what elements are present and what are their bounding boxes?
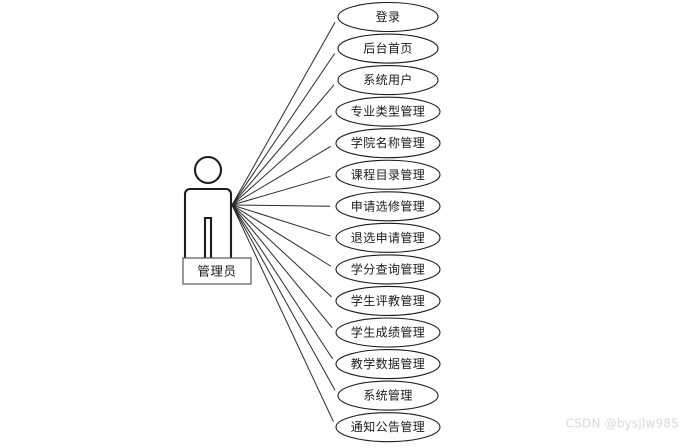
use-case-ellipse[interactable] bbox=[335, 348, 441, 380]
association-line bbox=[231, 204, 336, 391]
actor-head-icon bbox=[193, 155, 223, 185]
use-case-node[interactable]: 学院名称管理 bbox=[335, 128, 441, 159]
use-case-ellipse[interactable] bbox=[335, 254, 441, 285]
use-case-node[interactable]: 后台首页 bbox=[337, 33, 439, 64]
association-line bbox=[231, 175, 331, 206]
use-case-label: 课程目录管理 bbox=[351, 167, 425, 182]
use-case-node[interactable]: 登录 bbox=[337, 1, 439, 33]
use-case-label: 教学数据管理 bbox=[351, 356, 425, 371]
use-case-label: 后台首页 bbox=[363, 41, 413, 56]
use-case-ellipse[interactable] bbox=[337, 1, 439, 33]
use-case-ellipse[interactable] bbox=[335, 159, 441, 190]
use-case-ellipse[interactable] bbox=[335, 222, 441, 253]
use-case-node[interactable]: 学生成绩管理 bbox=[335, 317, 441, 348]
use-case-label: 专业类型管理 bbox=[351, 104, 425, 119]
use-case-nodes: 登录后台首页系统用户专业类型管理学院名称管理课程目录管理申请选修管理退选申请管理… bbox=[335, 1, 441, 443]
use-case-label: 学分查询管理 bbox=[351, 261, 425, 276]
association-lines bbox=[231, 21, 336, 422]
association-line bbox=[231, 204, 334, 422]
actor-name-label: 管理员 bbox=[197, 264, 236, 279]
use-case-ellipse[interactable] bbox=[335, 317, 441, 348]
use-case-node[interactable]: 课程目录管理 bbox=[335, 159, 441, 190]
use-case-node[interactable]: 申请选修管理 bbox=[335, 191, 441, 222]
association-line bbox=[231, 204, 331, 207]
use-case-node[interactable]: 退选申请管理 bbox=[335, 222, 441, 253]
association-line bbox=[231, 115, 332, 206]
use-case-ellipse[interactable] bbox=[335, 128, 441, 159]
use-case-node[interactable]: 学分查询管理 bbox=[335, 254, 441, 285]
association-line bbox=[231, 145, 332, 206]
association-line bbox=[231, 53, 336, 206]
use-case-ellipse[interactable] bbox=[337, 65, 439, 96]
actor-name-box-rect bbox=[182, 257, 252, 285]
use-case-node[interactable]: 系统用户 bbox=[337, 65, 439, 96]
association-line bbox=[231, 21, 336, 206]
use-case-label: 学生成绩管理 bbox=[351, 325, 425, 340]
use-case-label: 系统用户 bbox=[363, 72, 413, 87]
association-line bbox=[231, 204, 334, 360]
actor-figure bbox=[183, 155, 233, 263]
association-line bbox=[231, 204, 333, 329]
use-case-label: 系统管理 bbox=[363, 388, 413, 403]
association-line bbox=[231, 204, 331, 237]
use-case-label: 登录 bbox=[376, 9, 401, 24]
use-case-ellipse[interactable] bbox=[335, 412, 441, 443]
use-case-node[interactable]: 学生评教管理 bbox=[335, 285, 441, 317]
use-case-label: 申请选修管理 bbox=[351, 198, 425, 213]
use-case-ellipse[interactable] bbox=[337, 33, 439, 64]
use-case-node[interactable]: 专业类型管理 bbox=[335, 96, 441, 127]
use-case-label: 学院名称管理 bbox=[351, 135, 425, 150]
association-line bbox=[231, 204, 332, 267]
use-case-node[interactable]: 教学数据管理 bbox=[335, 348, 441, 380]
use-case-label: 退选申请管理 bbox=[351, 230, 425, 245]
use-case-node[interactable]: 系统管理 bbox=[337, 380, 439, 411]
use-case-ellipse[interactable] bbox=[335, 285, 441, 317]
use-case-label: 学生评教管理 bbox=[351, 293, 425, 308]
use-case-ellipse[interactable] bbox=[337, 380, 439, 411]
use-case-ellipse[interactable] bbox=[335, 96, 441, 127]
actor-name-box: 管理员 bbox=[182, 257, 252, 285]
actor-body-icon bbox=[183, 187, 233, 263]
use-case-label: 通知公告管理 bbox=[351, 419, 425, 434]
association-line bbox=[231, 84, 335, 206]
use-case-ellipse[interactable] bbox=[335, 191, 441, 222]
watermark-label: CSDN @bysjlw985 bbox=[566, 417, 679, 431]
association-line bbox=[231, 204, 332, 298]
use-case-node[interactable]: 通知公告管理 bbox=[335, 412, 441, 443]
